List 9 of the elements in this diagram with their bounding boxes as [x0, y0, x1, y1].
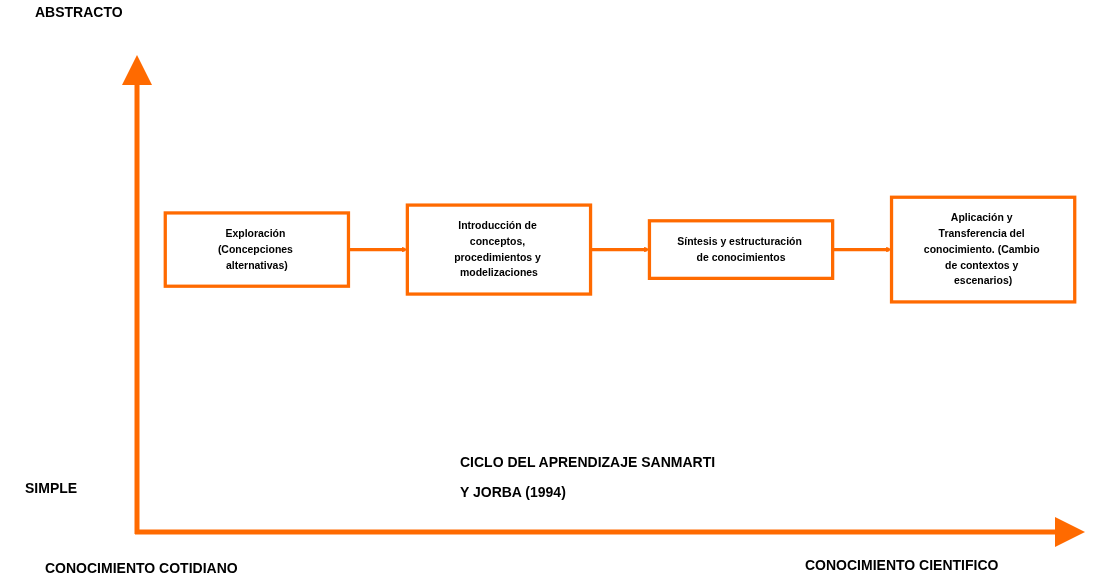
node-box: Aplicación y Transferencia del conocimiento. (Cambio de contextos y escenarios): [889, 196, 1077, 304]
axis-label: SIMPLE: [25, 480, 78, 496]
node-box: Síntesis y estructuración de conocimientos: [647, 219, 835, 281]
axis-label: ABSTRACTO: [35, 4, 123, 20]
node-box: Introducción de conceptos, procedimientos y modelizaciones: [405, 203, 593, 297]
axis-label: CONOCIMIENTO COTIDIANO: [45, 560, 238, 576]
node-box: Exploración (Concepciones alternativas): [163, 211, 351, 289]
axis-label: CONOCIMIENTO CIENTIFICO: [805, 557, 999, 573]
caption-text: CICLO DEL APRENDIZAJE SANMARTI Y JORBA (1994): [460, 453, 717, 502]
